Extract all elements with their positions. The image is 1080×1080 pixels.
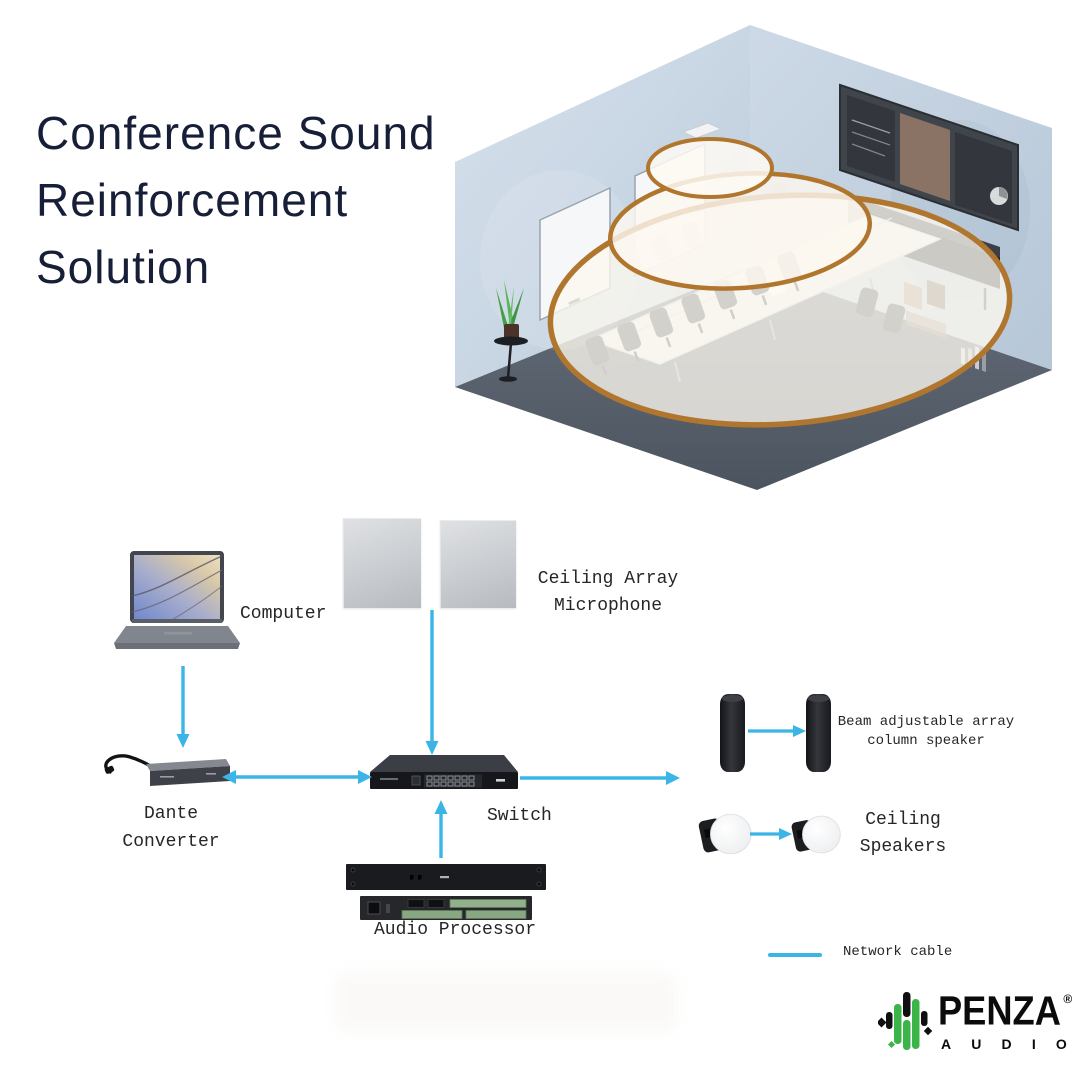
title-line-1: Conference Sound bbox=[36, 107, 436, 159]
arrow-switch-to-speakers bbox=[520, 771, 680, 785]
arrow-computer-to-dante bbox=[176, 666, 190, 748]
room-illustration bbox=[455, 25, 1052, 490]
column-speaker-label-line2: column speaker bbox=[867, 733, 985, 749]
ceiling-array-mic-label: Ceiling Array Microphone bbox=[528, 566, 688, 620]
arrow-ceiling-speakers bbox=[750, 828, 792, 840]
switch-icon bbox=[370, 755, 518, 789]
network-cable-line-sample bbox=[768, 953, 822, 957]
title-line-3: Solution bbox=[36, 241, 211, 293]
ceiling-speakers-label: Ceiling Speakers bbox=[848, 807, 958, 861]
ceiling-speakers-label-line2: Speakers bbox=[859, 837, 947, 857]
title-line-2: Reinforcement bbox=[36, 174, 349, 226]
arrow-column-speakers bbox=[748, 725, 806, 737]
dante-converter-label-line1: Dante bbox=[143, 804, 198, 824]
ceiling-mic-panel-icon bbox=[440, 520, 516, 608]
ceiling-speakers-label-line1: Ceiling bbox=[865, 810, 941, 830]
dante-converter-label-line2: Converter bbox=[122, 832, 220, 852]
arrow-processor-to-switch bbox=[434, 800, 448, 858]
logo-bars-icon bbox=[878, 992, 932, 1050]
logo-text: PENZA® A U D I O bbox=[938, 988, 1076, 1052]
registered-mark: ® bbox=[1063, 992, 1073, 1006]
logo-sub: A U D I O bbox=[941, 1036, 1077, 1052]
network-cable-legend-label: Network cable bbox=[843, 944, 953, 960]
column-speaker-icon bbox=[720, 694, 745, 772]
arrow-dante-switch-bidirectional bbox=[222, 770, 372, 784]
arrow-mic-to-switch bbox=[425, 610, 439, 755]
column-speaker-icon bbox=[806, 694, 831, 772]
ceiling-array-mic-label-line1: Ceiling Array bbox=[537, 569, 679, 589]
column-speaker-label: Beam adjustable array column speaker bbox=[830, 713, 1022, 751]
brand-logo: PENZA® A U D I O bbox=[878, 986, 1078, 1071]
plant bbox=[494, 280, 528, 382]
coverage-disc-small bbox=[646, 137, 774, 199]
logo-brand: PENZA bbox=[938, 988, 1061, 1034]
ceiling-speaker-icon bbox=[698, 813, 752, 855]
computer-icon bbox=[114, 551, 240, 649]
ceiling-speaker-icon bbox=[791, 815, 841, 854]
dante-converter-icon bbox=[104, 754, 230, 786]
audio-processor-label: Audio Processor bbox=[374, 920, 537, 940]
audio-processor-icon bbox=[346, 864, 546, 920]
ceiling-mic-panel-icon bbox=[343, 518, 421, 608]
faded-watermark bbox=[336, 973, 676, 1031]
page-title: Conference Sound Reinforcement Solution bbox=[36, 100, 476, 301]
column-speaker-label-line1: Beam adjustable array bbox=[837, 714, 1015, 730]
ceiling-array-mic-label-line2: Microphone bbox=[553, 596, 663, 616]
dante-converter-label: Dante Converter bbox=[106, 800, 236, 856]
switch-label: Switch bbox=[487, 806, 552, 826]
computer-label: Computer bbox=[240, 604, 327, 624]
